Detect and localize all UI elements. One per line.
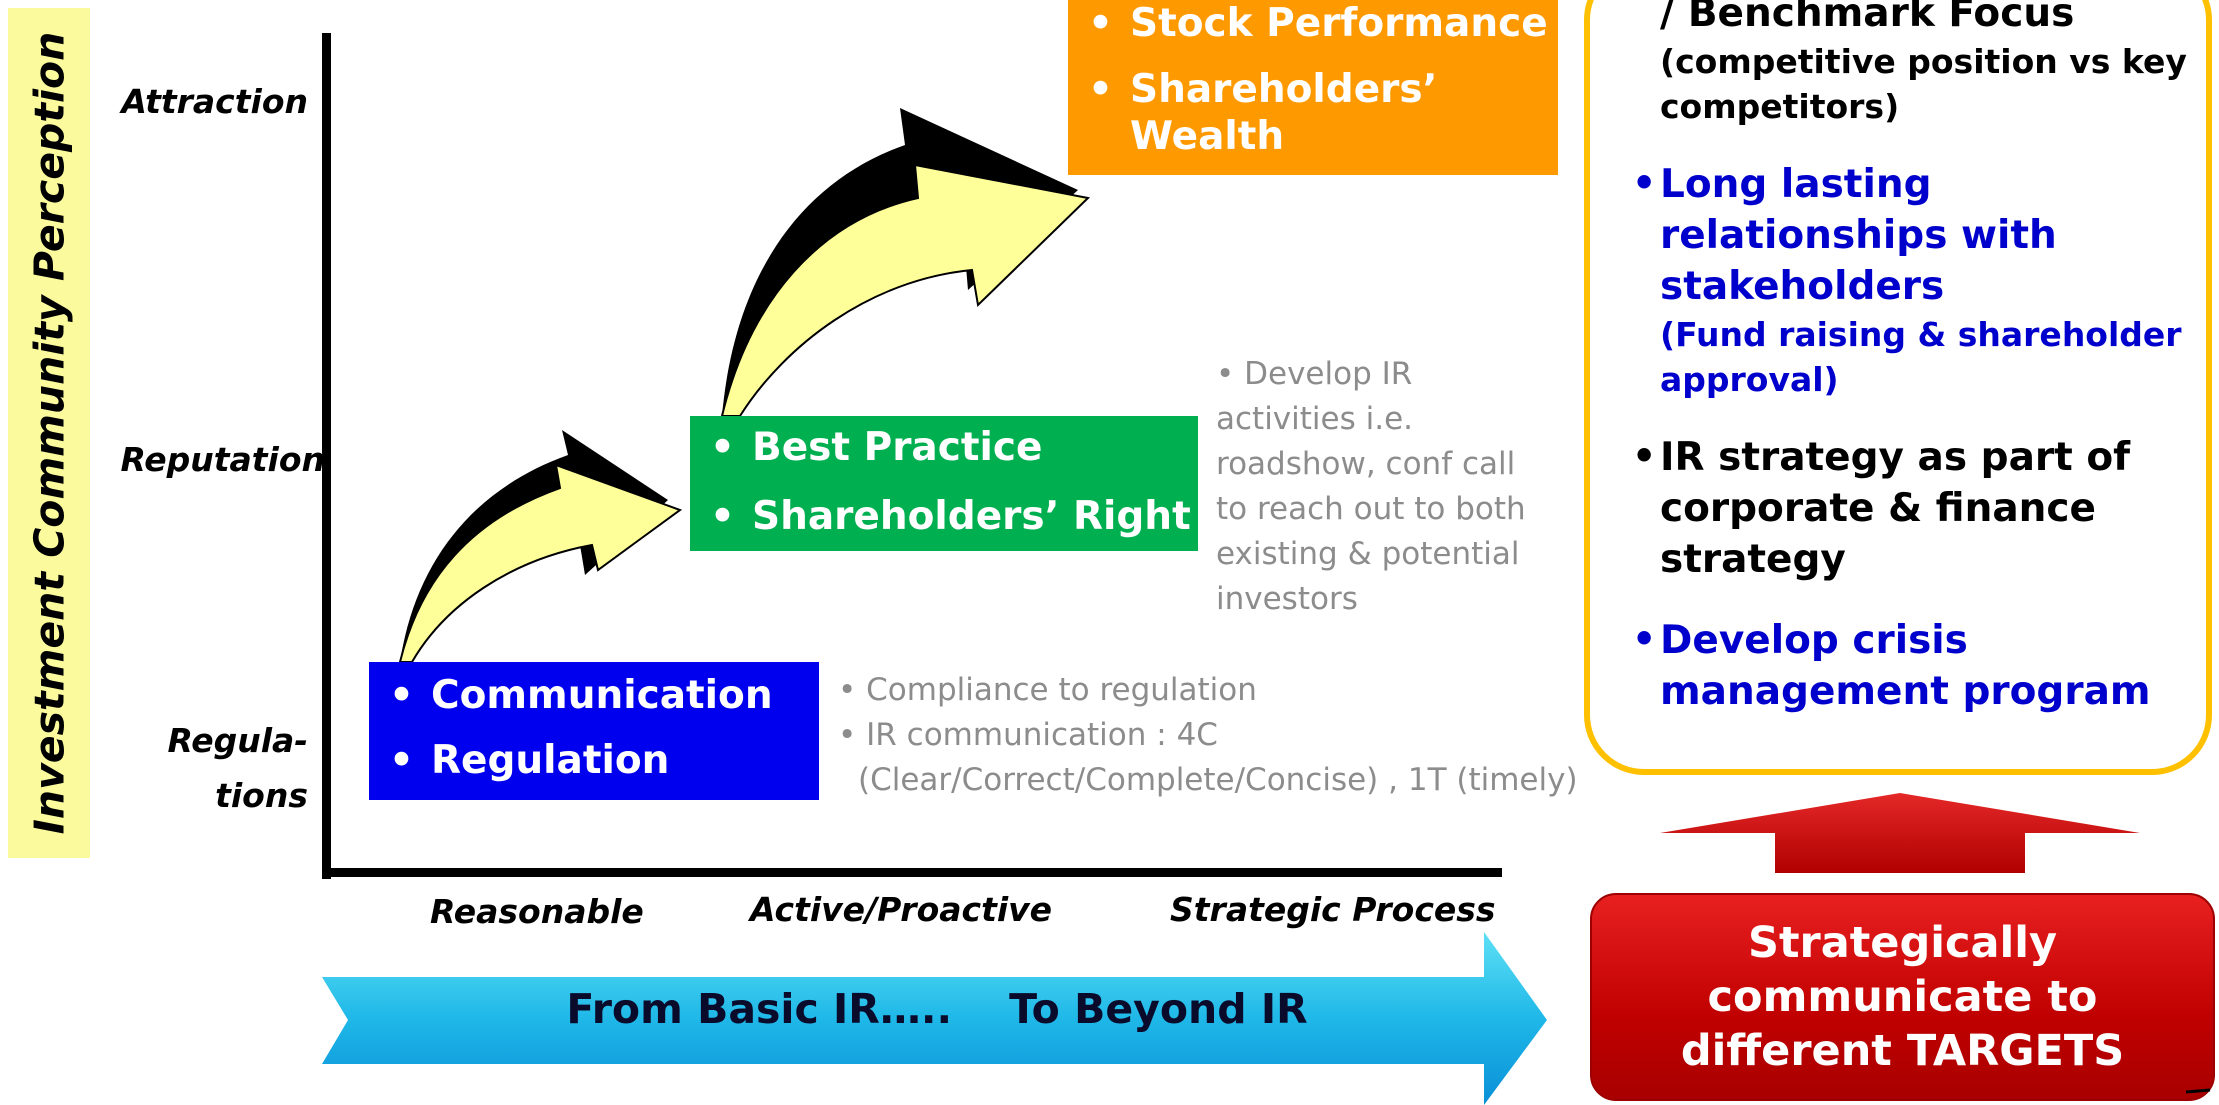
y-tick-attraction: Attraction	[121, 82, 308, 121]
panel-item: • Long lasting relationships with stakeh…	[1632, 161, 2182, 399]
panel-item: • IR strategy as part of corporate & fin…	[1632, 434, 2131, 582]
x-tick-strategic-process: Strategic Process	[1170, 890, 1496, 929]
stage-1-item: Regulation	[369, 741, 819, 780]
note-line: • Compliance to regulation	[838, 672, 1257, 708]
target-box: Strategically communicate to different T…	[1590, 893, 2215, 1101]
progress-arrow	[322, 932, 1547, 1105]
panel-item: / Benchmark Focus (competitive position …	[1660, 0, 2187, 126]
growth-arrow-1	[398, 430, 683, 663]
stage-box-attraction: Stock Performance Shareholders’ Wealth	[1068, 0, 1558, 175]
y-axis-label-background	[8, 8, 90, 858]
stage-2-item: Shareholders’ Right	[690, 497, 1198, 536]
key-focus-list: / Benchmark Focus (competitive position …	[1632, 0, 2202, 747]
x-tick-reasonable: Reasonable	[430, 892, 644, 931]
stage-3-item: Shareholders’ Wealth	[1068, 67, 1460, 161]
x-axis-line	[322, 868, 1502, 877]
note-line: (Clear/Correct/Complete/Concise) , 1T (t…	[858, 762, 1578, 798]
note-reputation-stage: • Develop IR activities i.e. roadshow, c…	[1216, 356, 1526, 617]
stage-box-regulations: Communication Regulation	[369, 662, 819, 800]
note-line: • IR communication : 4C	[838, 717, 1218, 753]
stage-2-item: Best Practice	[690, 428, 1198, 467]
key-focus-panel	[1584, 0, 2212, 775]
growth-arrow-2	[720, 108, 1091, 417]
y-axis-line	[322, 33, 331, 879]
note-regulation-stage: • Compliance to regulation • IR communic…	[838, 668, 1578, 803]
note-mid-text: Develop IR activities i.e. roadshow, con…	[1216, 356, 1526, 617]
progress-arrow-label: From Basic IR….. To Beyond IR	[566, 985, 1308, 1033]
stage-box-reputation: Best Practice Shareholders’ Right	[690, 416, 1198, 551]
y-tick-reputation: Reputation	[120, 440, 325, 479]
target-box-text: Strategically communicate to different T…	[1680, 918, 2125, 1076]
stage-3-item: Stock Performance	[1068, 4, 1558, 43]
corner-mark	[2185, 1088, 2211, 1094]
panel-item: • Develop crisis management program	[1632, 617, 2151, 714]
stage-1-item: Communication	[369, 676, 819, 715]
x-tick-active-proactive: Active/Proactive	[750, 890, 1053, 929]
up-arrow	[1660, 793, 2140, 873]
y-tick-regulations: Regula- tions	[167, 721, 308, 815]
